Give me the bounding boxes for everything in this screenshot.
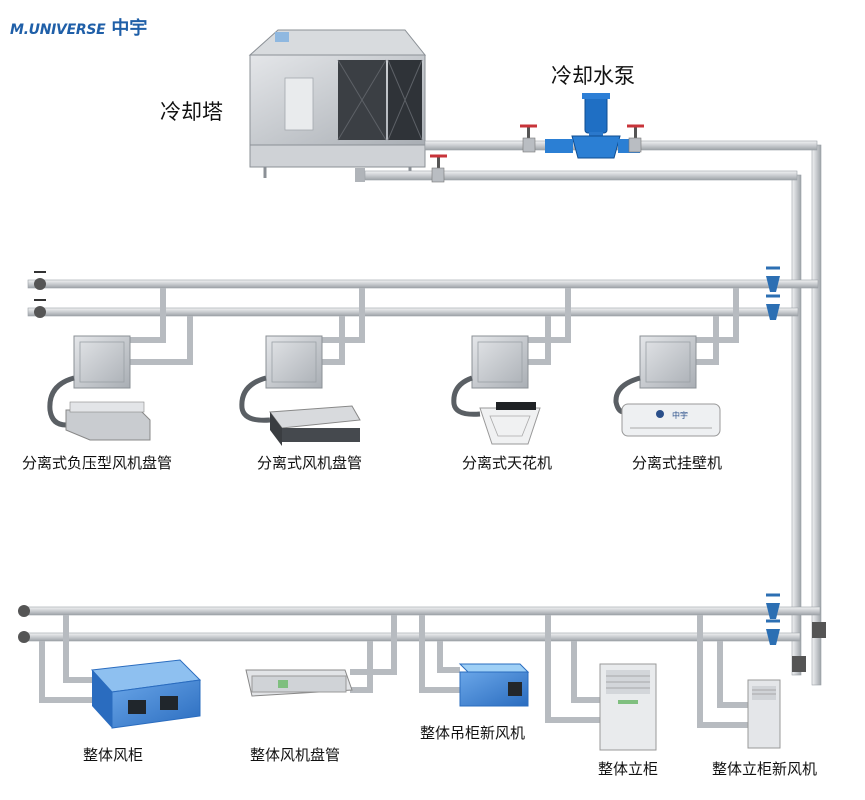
hanging-fresh-air-unit [458,663,530,707]
integral-fcu-label: 整体风机盘管 [250,746,341,764]
floor-fresh-air-label: 整体立柜新风机 [712,760,818,778]
brand-name-en: M.UNIVERSE [10,22,106,38]
wall-unit-brand: 中宇 [672,410,688,420]
ahu-unit [90,659,202,729]
upper-unit-box-1 [73,335,131,389]
lower-drops [39,615,748,728]
upper-unit-box-3 [471,335,529,389]
upper-unit-box-4 [639,335,697,389]
cooling-pump-label: 冷却水泵 [551,64,635,88]
pump-valve-left [520,124,537,153]
split-ceiling-label: 分离式天花机 [462,454,553,472]
split-fcu-label: 分离式风机盘管 [257,454,363,472]
integral-fcu-unit [245,669,353,697]
upper-hoses [47,375,641,428]
split-wall-label: 分离式挂壁机 [632,454,723,472]
split-ceiling-unit [479,402,541,445]
split-fcu-unit [269,405,361,446]
cooling-tower [248,29,427,182]
ahu-label: 整体风柜 [83,746,144,764]
floor-cabinet-unit [599,663,657,751]
hanging-fresh-air-label: 整体吊柜新风机 [420,724,526,742]
main-risers [791,144,822,686]
cooling-pump [545,93,640,159]
neg-pressure-fcu-unit [65,401,151,441]
lower-headers [18,593,826,672]
upper-drops [130,288,739,365]
tower-return-valve [430,154,447,183]
neg-pressure-fcu-label: 分离式负压型风机盘管 [22,454,173,472]
upper-unit-box-2 [265,335,323,389]
upper-headers [27,266,819,320]
split-wall-unit: 中宇 [621,403,721,437]
floor-cabinet-label: 整体立柜 [598,760,659,778]
brand-logo: M.UNIVERSE 中宇 [10,14,147,40]
brand-name-cn: 中宇 [111,18,148,39]
floor-fresh-air-unit [747,679,781,749]
cooling-tower-label: 冷却塔 [160,100,223,124]
pump-valve-right [627,124,644,153]
